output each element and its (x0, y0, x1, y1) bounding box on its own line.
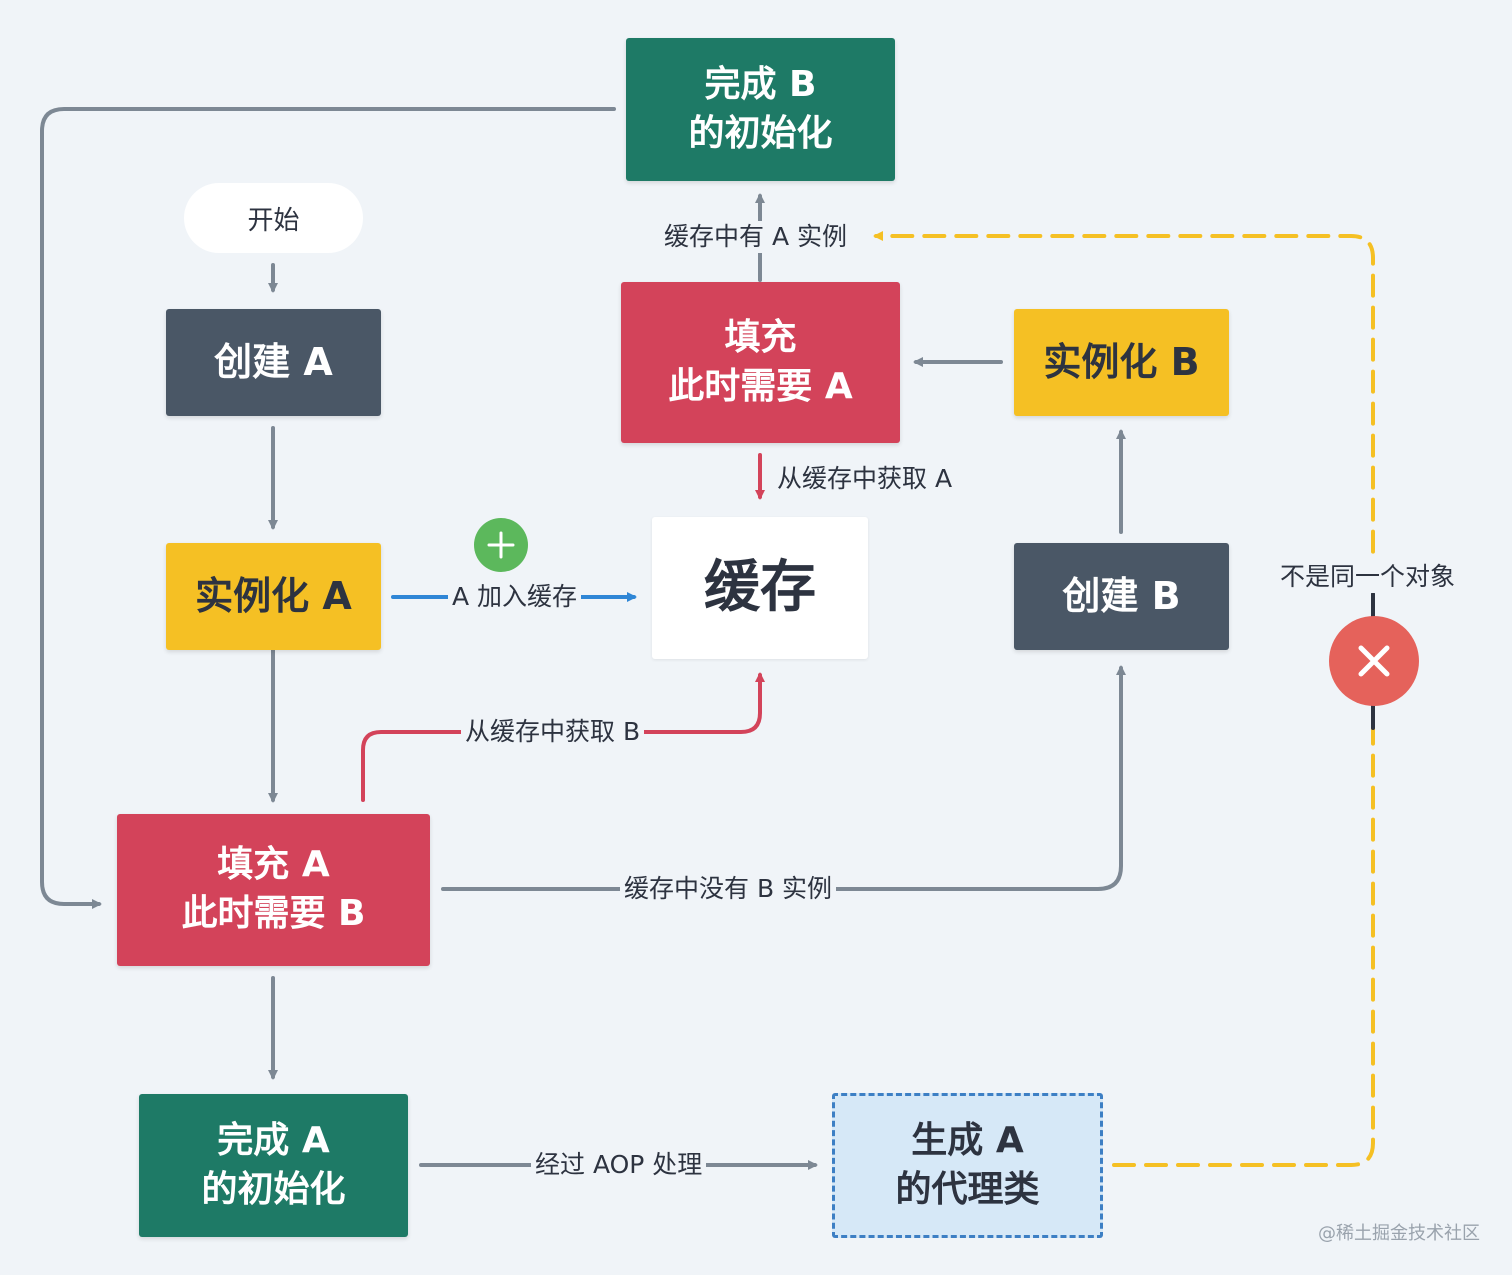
instantiate-a-node: 实例化 A (166, 543, 381, 650)
finish-a-node: 完成 A 的初始化 (139, 1094, 408, 1237)
populate-a-line1: 填充 A (217, 844, 330, 886)
label-get-b-from-cache: 从缓存中获取 B (461, 716, 645, 748)
cache-node: 缓存 (652, 517, 868, 659)
proxy-a-node: 生成 A 的代理类 (832, 1093, 1103, 1238)
label-get-a-from-cache: 从缓存中获取 A (777, 464, 953, 493)
label-no-b-in-cache: 缓存中没有 B 实例 (620, 873, 837, 905)
label-not-same-object: 不是同一个对象 (1276, 561, 1460, 593)
edge-no-b-in-cache (441, 665, 1126, 891)
create-b-node: 创建 B (1014, 543, 1229, 650)
populate-a-node: 填充 A 此时需要 B (117, 814, 430, 966)
finish-a-line1: 完成 A (217, 1119, 330, 1161)
instantiate-a-label: 实例化 A (195, 573, 352, 618)
x-badge (1329, 616, 1419, 706)
create-b-label: 创建 B (1062, 573, 1181, 618)
close-icon (1358, 645, 1390, 677)
finish-b-node: 完成 B 的初始化 (626, 38, 895, 181)
proxy-a-line2: 的代理类 (895, 1168, 1040, 1210)
start-node: 开始 (184, 183, 363, 253)
instantiate-b-node: 实例化 B (1014, 309, 1229, 416)
populate-b-line2: 此时需要 A (668, 365, 853, 407)
plus-badge (474, 518, 528, 572)
cache-label: 缓存 (704, 555, 816, 621)
populate-a-line2: 此时需要 B (181, 893, 366, 934)
instantiate-b-label: 实例化 B (1043, 339, 1200, 384)
finish-b-line1: 完成 B (704, 63, 817, 105)
watermark: @稀土掘金技术社区 (1318, 1223, 1480, 1244)
populate-b-line1: 填充 (724, 316, 797, 358)
label-add-to-cache: A 加入缓存 (448, 581, 582, 613)
create-a-node: 创建 A (166, 309, 381, 416)
label-aop: 经过 AOP 处理 (531, 1149, 707, 1181)
plus-icon (487, 531, 515, 559)
label-a-in-cache: 缓存中有 A 实例 (660, 221, 851, 253)
edge-finish-b-to-populate-a (40, 107, 616, 909)
finish-a-line2: 的初始化 (201, 1168, 346, 1210)
create-a-label: 创建 A (214, 339, 333, 384)
proxy-a-line1: 生成 A (911, 1119, 1024, 1161)
populate-b-node: 填充 此时需要 A (621, 282, 900, 443)
finish-b-line2: 的初始化 (688, 112, 833, 154)
